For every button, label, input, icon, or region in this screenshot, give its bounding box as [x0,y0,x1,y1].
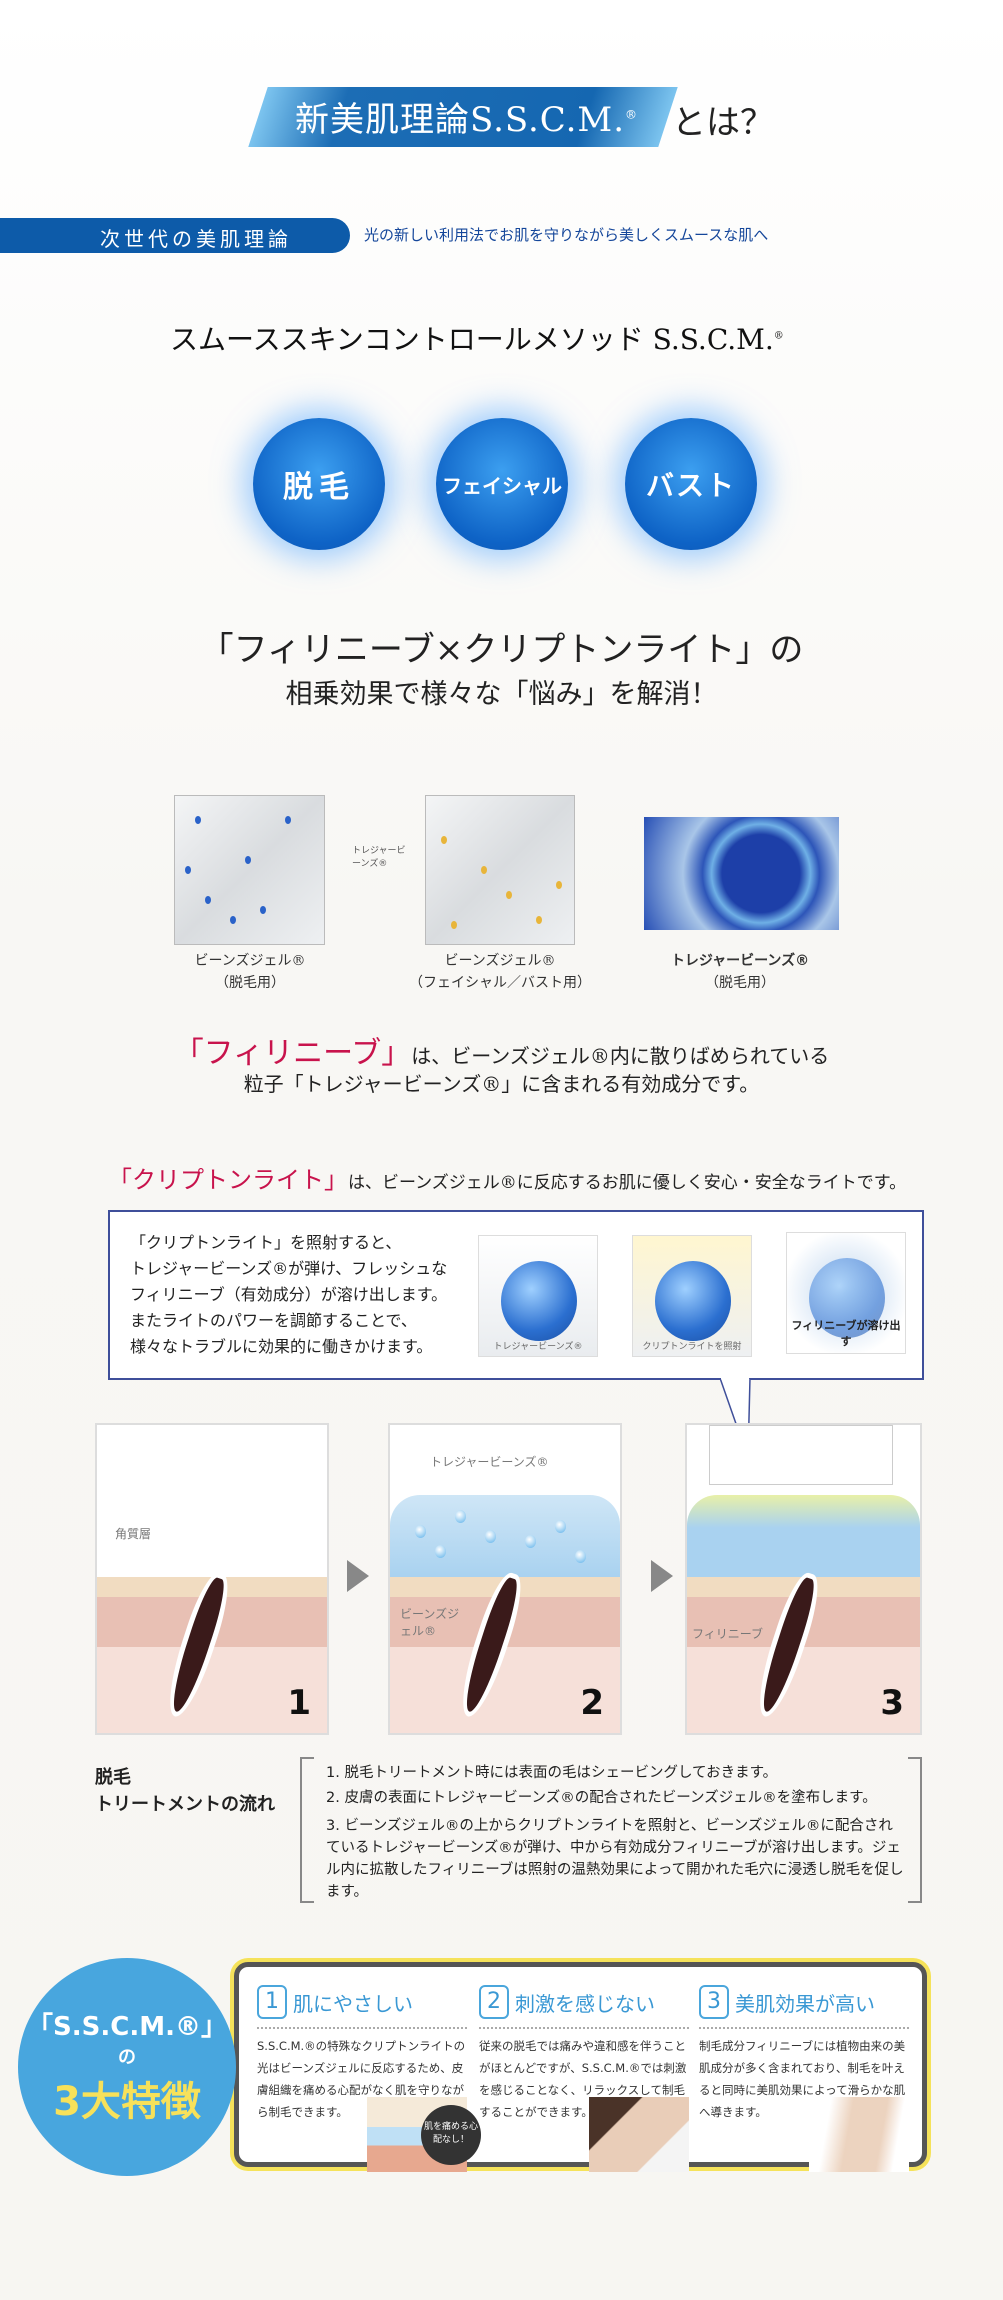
feature-number: 3 [699,1985,729,2019]
step-label: フィリニーブが溶け出す [791,1319,901,1348]
krypton-keyword: 「クリプトンライト」 [108,1166,348,1194]
light-device [709,1425,893,1485]
panel-label: フィリニーブ [692,1627,764,1641]
arrow-right-icon [347,1560,369,1592]
caption-use: （フェイシャル／バスト用） [409,975,591,991]
flow-bracket [300,1757,922,1903]
body-line: トレジャービーンズ®が弾け、フレッシュな [130,1259,448,1278]
arrow-right-icon [651,1560,673,1592]
krypton-text: は、ビーンズジェル®に反応するお肌に優しく安心・安全なライトです。 [348,1173,907,1193]
flow-title-line: 脱毛 [95,1767,131,1788]
circle-bust[interactable]: バスト [625,418,757,550]
method-title: スムーススキンコントロールメソッド S.S.C.M.® [170,318,784,358]
flow-steps: 1. 脱毛トリートメント時には表面の毛はシェービングしておきます。 2. 皮膚の… [326,1762,906,1903]
panel-step-3: フィリニーブ 3 [685,1423,922,1735]
pointer-lines [340,840,341,841]
title-text: 新美肌理論S.S.C.M. [295,100,626,140]
flow-step: 2. 皮膚の表面にトレジャービーンズ®の配合されたビーンズジェル®を塗布します。 [326,1790,877,1806]
feature-number: 2 [479,1985,509,2019]
step-beans: トレジャービーンズ® [478,1235,598,1357]
synergy-heading: 「フィリニーブ×クリプトンライト」の [199,630,804,670]
filinive-line1: 「フィリニーブ」は、ビーンズジェル®内に散りばめられている [0,1028,1003,1072]
step-label: クリプトンライトを照射 [642,1342,742,1352]
filinive-line2: 粒子「トレジャービーンズ®」に含まれる有効成分です。 [243,1072,760,1096]
feature-title: 肌にやさしい [293,1991,413,2016]
step-number: 1 [287,1683,311,1723]
panel-label: ビーンズジェル® [400,1607,460,1638]
caption-use: （脱毛用） [215,975,285,991]
flow-step: 1. 脱毛トリートメント時には表面の毛はシェービングしておきます。 [326,1765,778,1781]
gel-photo-facial [425,795,575,945]
circle-facial[interactable]: フェイシャル [436,418,568,550]
step-number: 3 [880,1683,904,1723]
bead-image [501,1261,577,1341]
reg-mark: ® [625,107,639,122]
caption-use: （脱毛用） [705,975,775,991]
badge-line: 「S.S.C.M.®」 [27,2012,227,2042]
page-title: 新美肌理論S.S.C.M.® [295,92,638,141]
gel-caption-3: トレジャービーンズ® （脱毛用） [640,950,840,994]
sticker-badge: 肌を痛める心配なし！ [421,2105,481,2165]
bead-image [655,1261,731,1341]
feature-title: 美肌効果が高い [735,1991,875,2016]
gel-caption-2: ビーンズジェル® （フェイシャル／バスト用） [390,950,610,994]
flow-title: 脱毛トリートメントの流れ [95,1764,275,1818]
feature-body: 従来の脱毛では痛みや違和感を伴うことがほとんどですが、S.S.C.M.®では刺激… [479,2039,687,2119]
body-line: またライトのパワーを調節することで、 [130,1311,417,1330]
flow-step: 3. ビーンズジェル®の上からクリプトンライトを照射と、ビーンズジェル®に配合さ… [326,1818,904,1900]
circle-hair-removal[interactable]: 脱毛 [253,418,385,550]
legs-image [809,2097,909,2172]
caption-name: トレジャービーンズ® [670,953,810,969]
krypton-heading: 「クリプトンライト」は、ビーンズジェル®に反応するお肌に優しく安心・安全なライト… [108,1160,906,1195]
filinive-text: は、ビーンズジェル®内に散りばめられている [411,1044,830,1068]
reg-mark: ® [773,330,784,342]
caption-name: ビーンズジェル® [444,953,556,969]
synergy-subheading: 相乗効果で様々な「悩み」を解消！ [285,679,718,710]
body-line: 様々なトラブルに効果的に働きかけます。 [130,1337,433,1356]
body-line: フィリニーブ（有効成分）が溶け出します。 [130,1285,448,1304]
filinive-keyword: 「フィリニーブ」 [173,1036,412,1071]
krypton-body: 「クリプトンライト」を照射すると、 トレジャービーンズ®が弾け、フレッシュな フ… [130,1230,447,1360]
badge-line: 3大特徴 [53,2079,201,2125]
caption-name: ビーンズジェル® [194,953,306,969]
feature-number: 1 [257,1985,287,2019]
gel-photo-hair-removal [174,795,325,945]
features-badge: 「S.S.C.M.®」 の 3大特徴 [18,1958,236,2176]
feature-body: 制毛成分フィリニーブには植物由来の美肌成分が多く含まれており、制毛を叶えると同時… [699,2039,906,2119]
method-title-text: スムーススキンコントロールメソッド S.S.C.M. [170,323,774,356]
badge-line: の [118,2047,136,2068]
step-light: クリプトンライトを照射 [632,1235,752,1357]
panel-label: トレジャービーンズ® [430,1455,549,1469]
step-label: トレジャービーンズ® [493,1342,583,1352]
feature-body: S.S.C.M.®の特殊なクリプトンライトの光はビーンズジェルに反応するため、皮… [257,2039,466,2119]
section-desc: 光の新しい利用法でお肌を守りながら美しくスムースな肌へ [364,226,769,244]
section-bar-label: 次世代の美肌理論 [100,227,292,251]
body-line: 「クリプトンライト」を照射すると、 [130,1233,402,1252]
beans-micrograph [644,817,839,930]
woman-image [589,2097,689,2172]
flow-title-line: トリートメントの流れ [95,1794,275,1815]
section-bar: 次世代の美肌理論 [0,218,350,253]
feature-title: 刺激を感じない [515,1991,655,2016]
bead-image [809,1258,885,1338]
pointer-label: トレジャービーンズ® [352,846,406,869]
step-burst: フィリニーブが溶け出す [786,1232,906,1354]
panel-step-2: トレジャービーンズ® ビーンズジェル® 2 [388,1423,622,1735]
panel-step-1: 角質層 1 [95,1423,329,1735]
panel-label: 角質層 [115,1527,152,1541]
title-suffix: とは？ [672,103,774,143]
step-number: 2 [580,1683,604,1723]
gel-caption-1: ビーンズジェル® （脱毛用） [150,950,350,994]
